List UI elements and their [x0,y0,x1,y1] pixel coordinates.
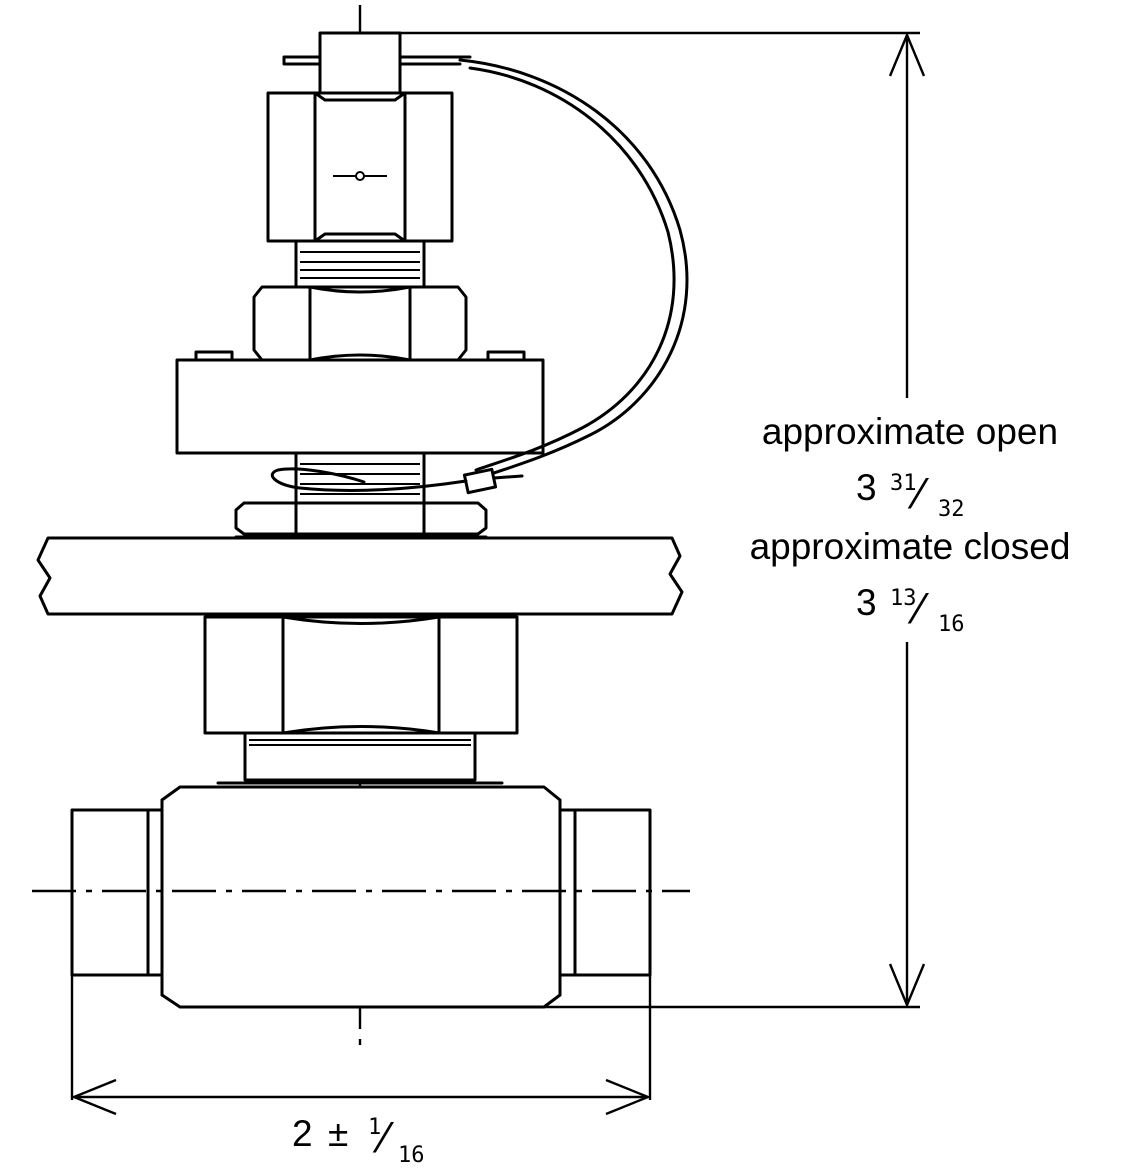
neck-thread [216,731,504,785]
middle-hex-nut [252,285,468,362]
open-label: approximate open [762,411,1058,452]
mounting-flange [175,350,545,455]
svg-text:2: 2 [292,1113,313,1154]
valve-body [70,785,652,1009]
svg-text:32: 32 [938,497,965,522]
lower-hex-body [203,615,519,735]
closed-value: 3 13 ⁄ 16 [856,582,965,637]
upper-hex-nut [266,91,454,243]
svg-text:±: ± [328,1113,348,1154]
svg-text:1: 1 [368,1115,381,1140]
svg-text:3: 3 [856,467,877,508]
lanyard-cable [270,58,689,495]
svg-text:3: 3 [856,582,877,623]
svg-text:16: 16 [938,612,965,637]
panel-lock-nut [234,501,488,539]
svg-text:31: 31 [890,471,917,496]
height-dimension-line [400,31,926,1009]
lower-thread [294,451,426,505]
width-value: 2 ± 1 ⁄ 16 [292,1113,425,1168]
svg-text:16: 16 [398,1143,425,1168]
panel-section [36,536,684,616]
svg-text:13: 13 [890,586,917,611]
open-value: 3 31 ⁄ 32 [856,467,965,522]
closed-label: approximate closed [750,526,1071,567]
upper-thread [294,239,426,289]
top-stem [282,31,472,97]
width-dimension-line [70,975,652,1116]
